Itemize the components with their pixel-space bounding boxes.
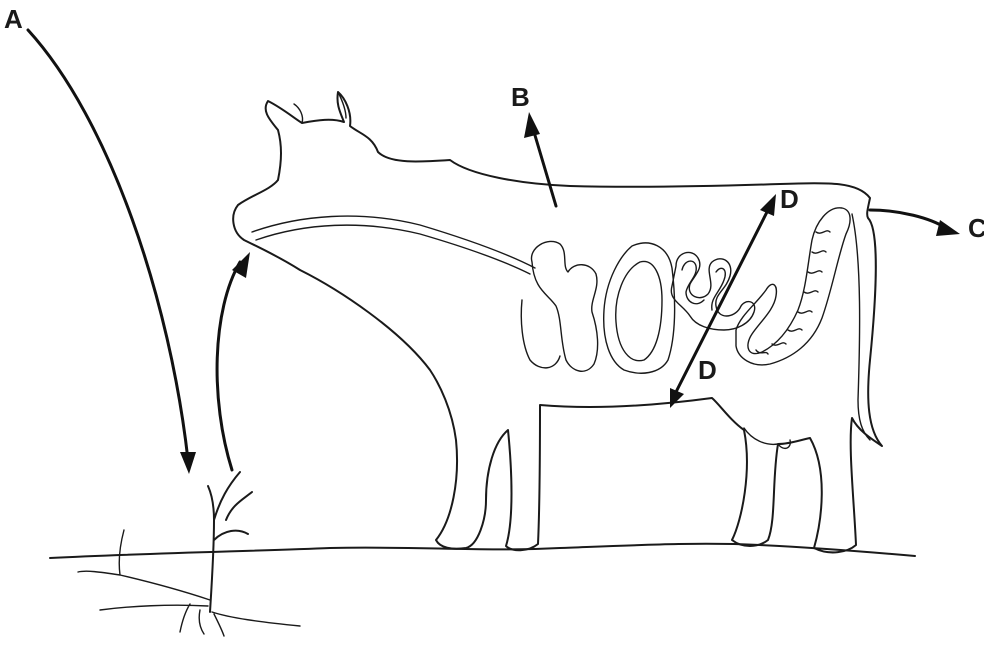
label-b: B xyxy=(511,84,530,110)
arrow-c-shaft xyxy=(870,210,946,228)
reticulum xyxy=(521,300,560,368)
abomasum xyxy=(616,261,662,360)
rumen xyxy=(531,241,597,371)
esophagus xyxy=(252,216,535,268)
label-c: C xyxy=(968,215,984,241)
arrow-a-head xyxy=(180,452,196,474)
tail xyxy=(852,214,870,440)
plant-roots xyxy=(78,530,300,636)
label-d-lower: D xyxy=(698,357,717,383)
esophagus-inner xyxy=(256,225,530,274)
small-intestine-inner xyxy=(682,261,725,310)
arrow-b-shaft xyxy=(534,132,556,206)
ground-line xyxy=(50,544,915,558)
large-intestine xyxy=(736,208,850,365)
cow-body-outline xyxy=(233,92,882,552)
arrow-a-shaft xyxy=(28,30,188,460)
arrow-d-head-lower xyxy=(670,388,684,408)
label-a: A xyxy=(4,6,23,32)
arrow-c-head xyxy=(936,220,960,236)
arrow-b-head xyxy=(524,112,540,138)
label-d-upper: D xyxy=(780,186,799,212)
colon-coil-texture xyxy=(756,231,830,354)
udder xyxy=(744,428,790,448)
plant-stem xyxy=(208,472,252,612)
arrow-plant-to-mouth-shaft xyxy=(217,262,240,470)
arrow-d-head-upper xyxy=(760,194,776,216)
